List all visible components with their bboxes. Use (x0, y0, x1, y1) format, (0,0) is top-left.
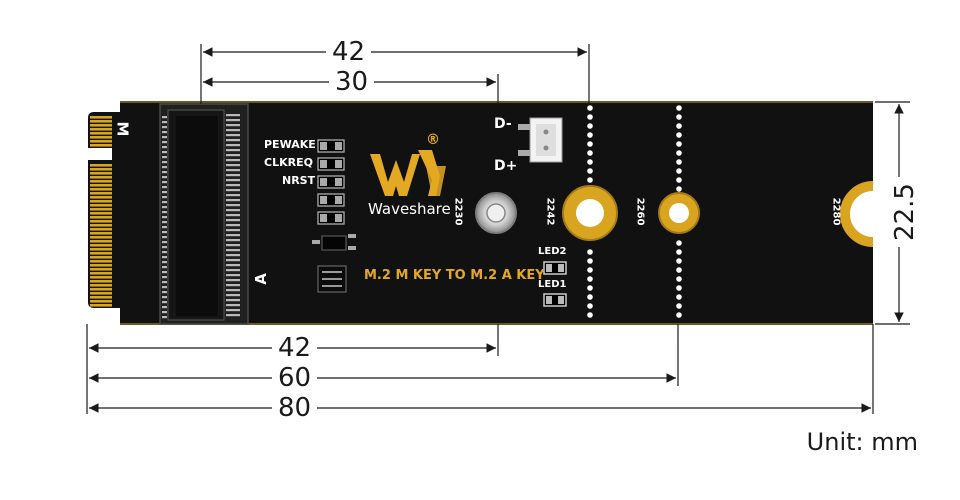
dim-label-bottom-80: 80 (272, 394, 318, 422)
pin-header-pads (317, 139, 345, 225)
led2-label: LED2 (538, 246, 567, 257)
usb-header-connector (518, 117, 563, 163)
usb-dplus-label: D+ (494, 158, 518, 174)
pin-label-clkreq: CLKREQ (264, 156, 313, 169)
key-a-label: A (251, 273, 270, 285)
led1-pad (543, 293, 567, 307)
pin-label-nrst: NRST (282, 174, 316, 187)
key-m-label: M (113, 121, 132, 137)
unit-label: Unit: mm (806, 428, 918, 456)
dimension-extension-lines-bottom (86, 324, 874, 414)
gold-finger-contacts (90, 116, 112, 307)
mount-hole-2230 (475, 192, 517, 234)
waveshare-logo (370, 150, 446, 196)
board-title: M.2 M KEY TO M.2 A KEY (364, 268, 545, 283)
dimension-line-top-42 (200, 44, 590, 104)
mount-label-2230: 2230 (452, 197, 464, 226)
usb-dminus-label: D- (494, 116, 512, 132)
mount-label-2280: 2280 (830, 197, 842, 226)
brand-name: Waveshare (368, 200, 451, 218)
dim-label-bottom-42: 42 (272, 334, 318, 362)
mount-hole-2242 (562, 185, 618, 241)
mount-hole-2280 (840, 181, 874, 247)
m2-connector-socket (159, 103, 249, 325)
dim-label-height-22-5: 22.5 (890, 177, 920, 247)
cut-line-2242 (587, 105, 593, 318)
cut-line-2260 (676, 105, 682, 318)
dim-label-bottom-60: 60 (272, 364, 318, 392)
led1-label: LED1 (538, 279, 567, 290)
mount-label-2260: 2260 (634, 197, 646, 226)
mount-hole-2260 (658, 192, 700, 234)
resistor-array (317, 265, 347, 293)
dim-label-top-42: 42 (326, 38, 372, 66)
transistor-component (312, 234, 356, 251)
led2-pad (543, 261, 567, 275)
mount-label-2242: 2242 (544, 197, 556, 226)
registered-mark: ® (426, 132, 440, 148)
pin-label-pewake: PEWAKE (264, 138, 316, 151)
dim-label-top-30: 30 (329, 68, 375, 96)
